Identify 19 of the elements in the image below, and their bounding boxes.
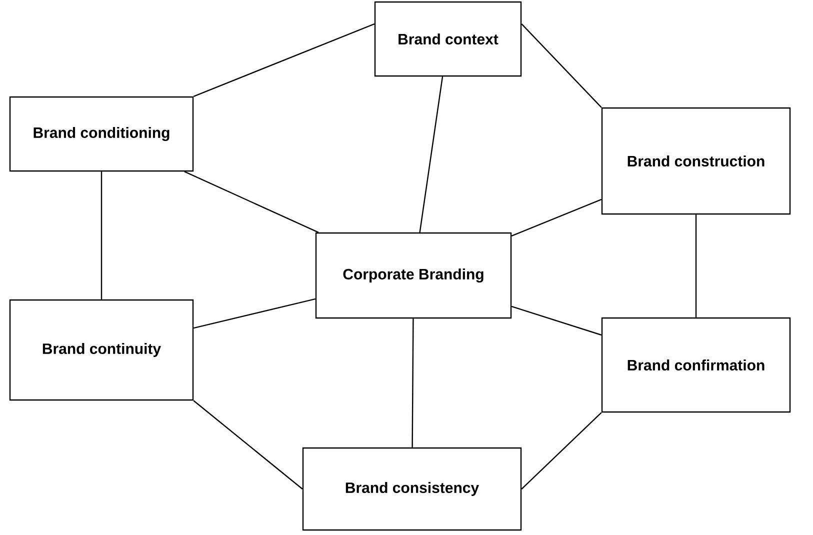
connector-line [695,214,697,318]
connector-line [193,400,303,490]
concept-box: Brand confirmation [601,317,791,413]
connector-line [511,306,602,336]
concept-box: Brand continuity [9,299,194,401]
concept-box: Brand construction [601,107,791,215]
connector-line [419,76,444,232]
connector-line [412,318,414,448]
connector-line [511,198,602,236]
connector-line [193,298,316,329]
concept-box: Corporate Branding [315,232,512,319]
concept-box: Brand consistency [302,447,522,531]
concept-box: Brand conditioning [9,96,194,172]
connector-line [193,23,375,97]
connector-line [100,172,102,300]
connector-line [184,171,319,233]
connector-line [521,24,602,108]
connector-line [521,412,602,490]
concept-box: Brand context [374,1,522,77]
